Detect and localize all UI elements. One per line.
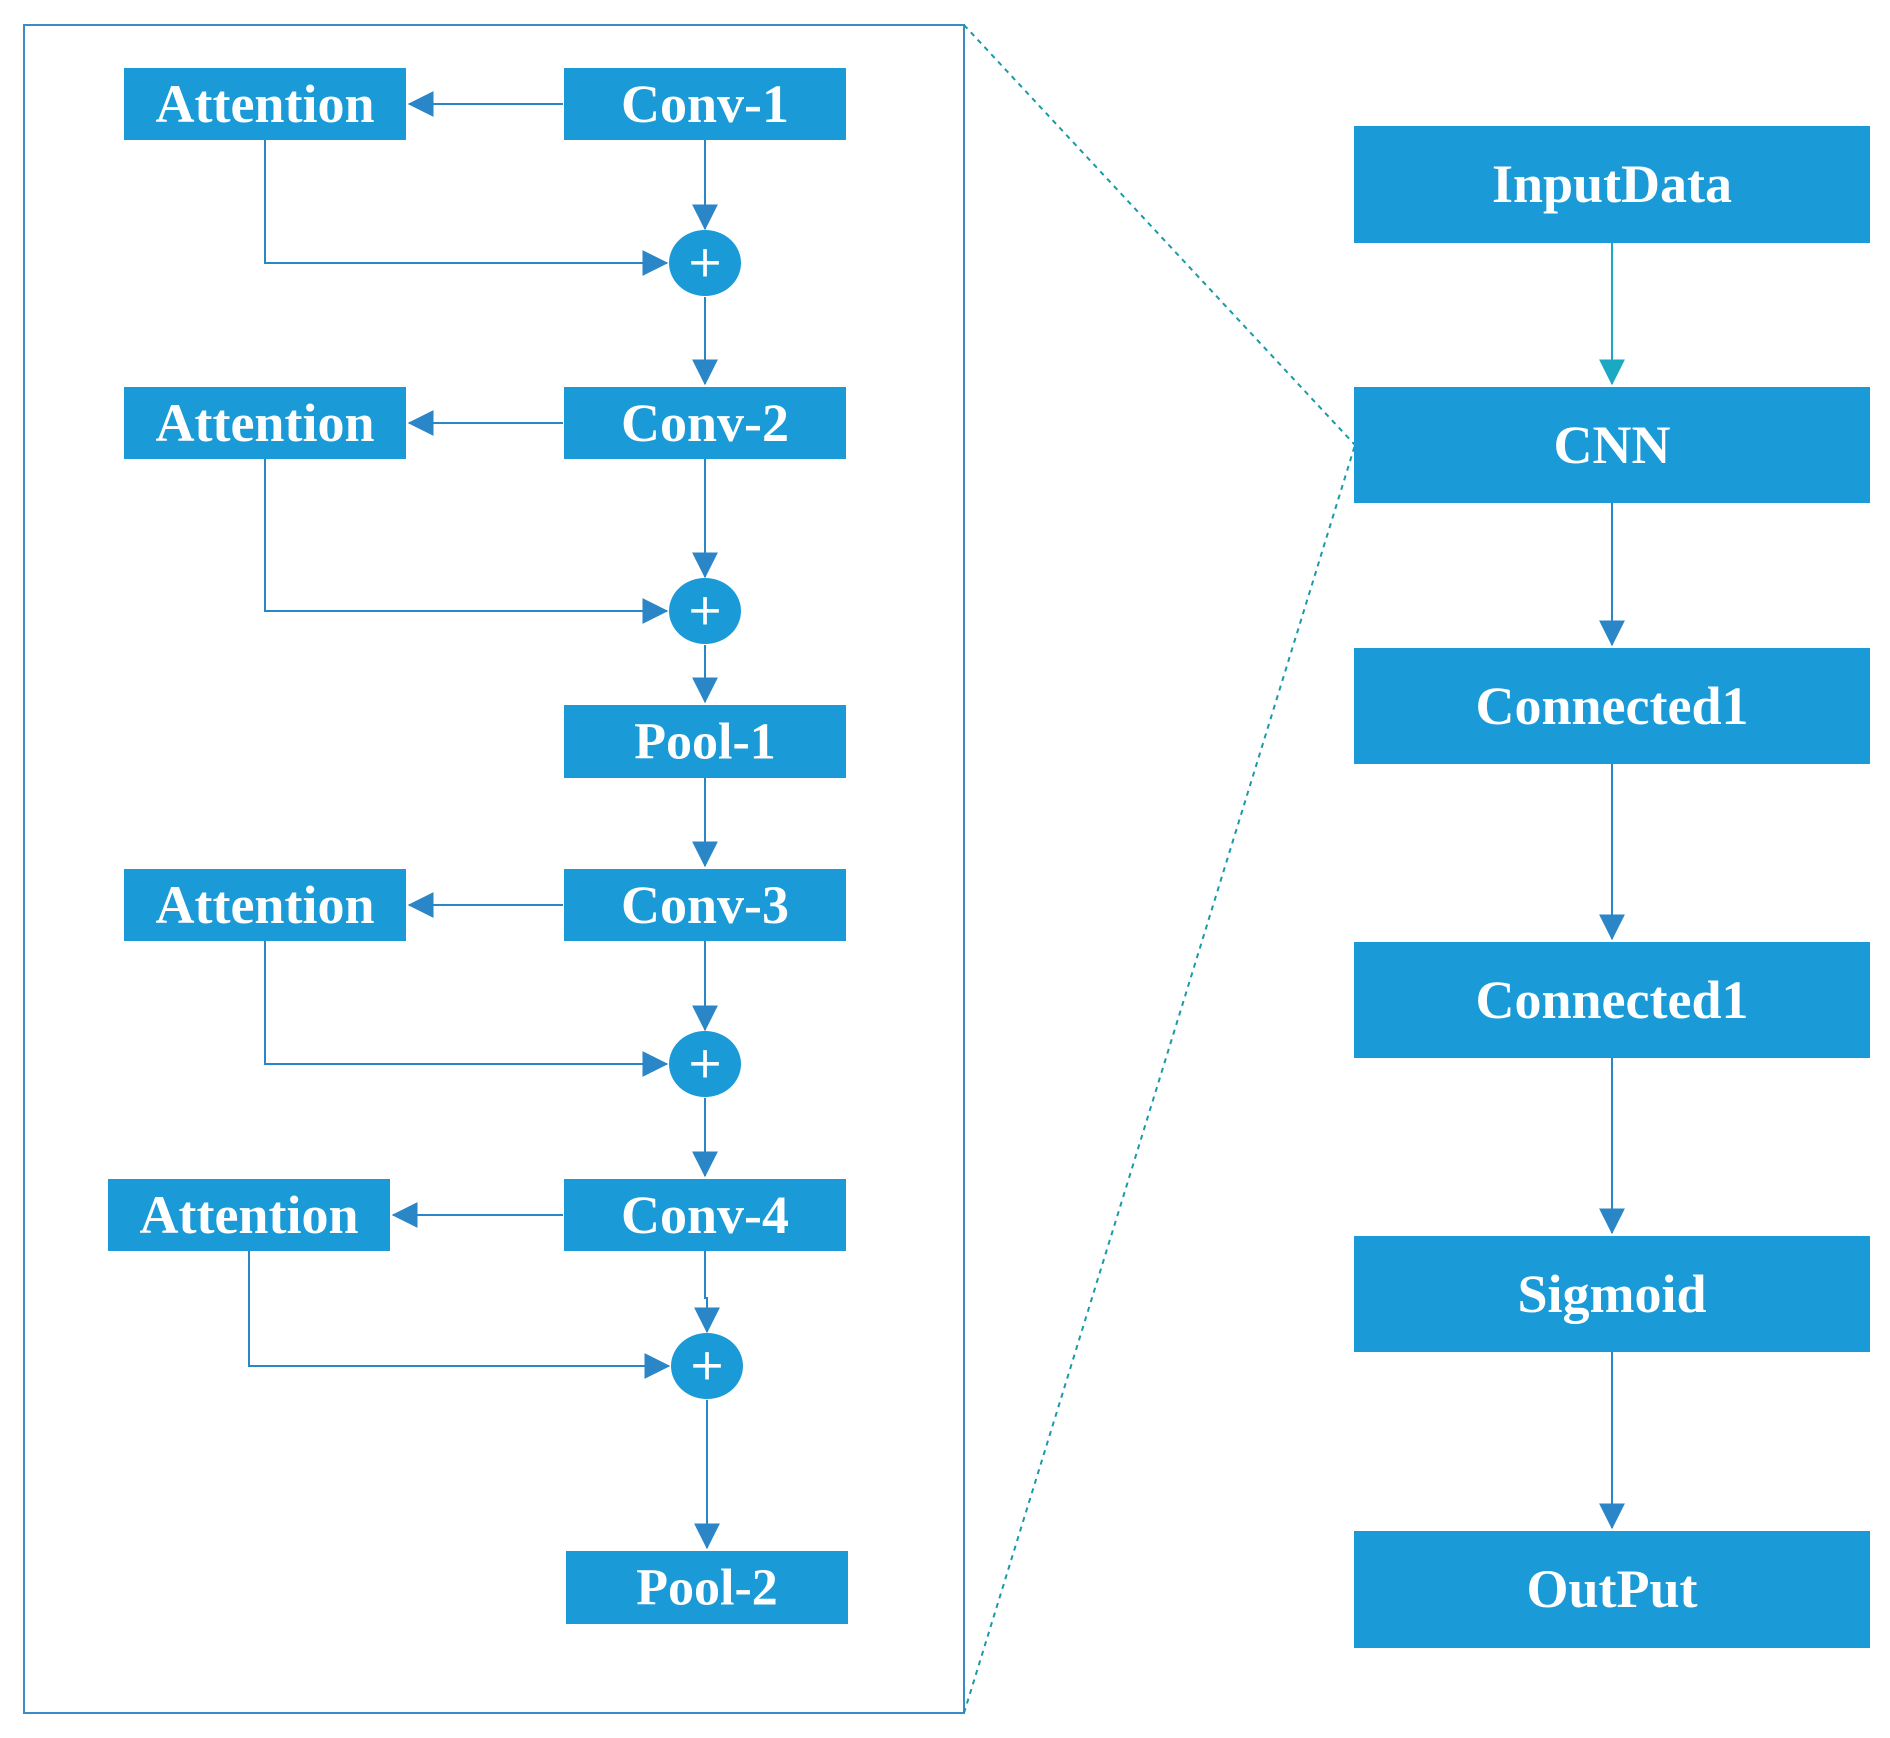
pipeline-label-sigmoid: Sigmoid	[1517, 1264, 1706, 1324]
pipeline-box-sigmoid: Sigmoid	[1354, 1236, 1870, 1352]
pipeline-box-connected1-b: Connected1	[1354, 942, 1870, 1058]
attention-label-4: Attention	[140, 1185, 359, 1245]
conv-label-2: Conv-2	[621, 393, 789, 453]
conv-label-1: Conv-1	[621, 74, 789, 134]
add-node-2: +	[669, 578, 741, 644]
conv-box-1: Conv-1	[564, 68, 846, 140]
add-node-4: +	[671, 1333, 743, 1399]
attention-label-2: Attention	[156, 393, 375, 453]
add-node-3: +	[669, 1031, 741, 1097]
attention-box-2: Attention	[124, 387, 406, 459]
attention-label-1: Attention	[156, 74, 375, 134]
pool-label-1: Pool-1	[634, 714, 776, 771]
pool-box-2: Pool-2	[566, 1551, 848, 1624]
pipeline-label-output: OutPut	[1526, 1559, 1697, 1619]
zoom-line-bottom	[963, 444, 1356, 1714]
arrow-attention4-to-add4	[248, 1251, 671, 1379]
pipeline-box-inputdata: InputData	[1354, 126, 1870, 243]
conv-box-2: Conv-2	[564, 387, 846, 459]
pipeline-box-output: OutPut	[1354, 1531, 1870, 1648]
arrow-attention1-to-add1	[264, 140, 669, 276]
pipeline-box-cnn: CNN	[1354, 387, 1870, 503]
conv-box-4: Conv-4	[564, 1179, 846, 1251]
add-node-1: +	[669, 230, 741, 296]
attention-box-4: Attention	[108, 1179, 390, 1251]
add-symbol-1: +	[687, 237, 724, 288]
zoom-line-top	[963, 24, 1356, 446]
add-symbol-2: +	[687, 585, 724, 636]
pipeline-box-connected1-a: Connected1	[1354, 648, 1870, 764]
conv-box-3: Conv-3	[564, 869, 846, 941]
pipeline-label-inputdata: InputData	[1492, 154, 1732, 214]
arrow-conv4-to-add4	[694, 1251, 720, 1334]
attention-box-3: Attention	[124, 869, 406, 941]
pipeline-label-cnn: CNN	[1554, 415, 1671, 475]
arrow-attention3-to-add3	[264, 941, 669, 1077]
attention-label-3: Attention	[156, 875, 375, 935]
attention-box-1: Attention	[124, 68, 406, 140]
pipeline-label-connected1-a: Connected1	[1476, 676, 1749, 736]
pipeline-label-connected1-b: Connected1	[1476, 970, 1749, 1030]
cnn-detail-frame	[23, 24, 965, 1714]
conv-label-4: Conv-4	[621, 1185, 789, 1245]
add-symbol-4: +	[689, 1340, 726, 1391]
conv-label-3: Conv-3	[621, 875, 789, 935]
pool-box-1: Pool-1	[564, 705, 846, 778]
pool-label-2: Pool-2	[636, 1560, 778, 1617]
add-symbol-3: +	[687, 1038, 724, 1089]
detail-connectors	[248, 91, 720, 1550]
arrow-attention2-to-add2	[264, 459, 669, 624]
